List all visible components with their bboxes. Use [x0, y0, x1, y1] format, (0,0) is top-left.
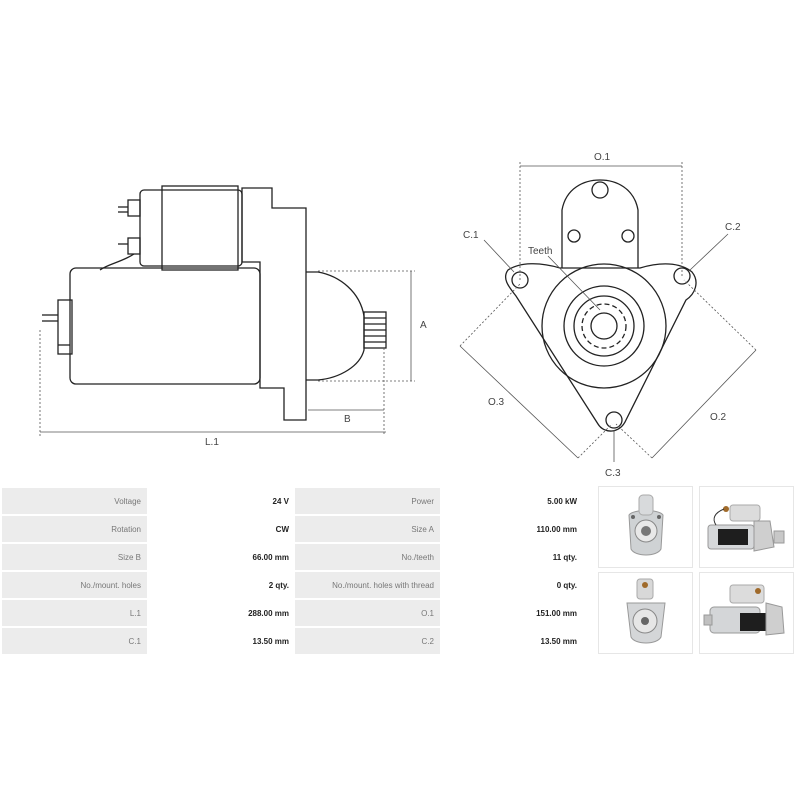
- spec-label: No./mount. holes with thread: [295, 572, 440, 598]
- spec-row: No./mount. holes 2 qty. No./mount. holes…: [2, 572, 583, 598]
- starter-side-photo[interactable]: [699, 486, 794, 568]
- dim-label-b: B: [344, 414, 351, 425]
- dim-label-o3: O.3: [488, 397, 505, 408]
- spec-value: 13.50 mm: [147, 628, 295, 654]
- dim-label-c2: C.2: [725, 222, 741, 233]
- spec-label: Rotation: [2, 516, 147, 542]
- starter-rear-icon: [626, 578, 666, 644]
- spec-label: No./teeth: [295, 544, 440, 570]
- dim-label-o2: O.2: [710, 412, 727, 423]
- dim-label-c3: C.3: [605, 468, 621, 479]
- front-view: [504, 179, 697, 432]
- spec-label: C.1: [2, 628, 147, 654]
- spec-value: CW: [147, 516, 295, 542]
- top-lug: [561, 179, 639, 268]
- dim-label-c1: C.1: [463, 230, 479, 241]
- spec-label: Voltage: [2, 488, 147, 514]
- dim-label-l1: L.1: [205, 437, 219, 448]
- spec-row: Voltage 24 V Power 5.00 kW: [2, 488, 583, 514]
- side-view: [42, 185, 387, 421]
- spec-value: 110.00 mm: [440, 516, 583, 542]
- spec-row: Size B 66.00 mm No./teeth 11 qty.: [2, 544, 583, 570]
- spec-value: 13.50 mm: [440, 628, 583, 654]
- spec-value: 0 qty.: [440, 572, 583, 598]
- spec-value: 2 qty.: [147, 572, 295, 598]
- hole-c3: [605, 411, 623, 429]
- spec-label: C.2: [295, 628, 440, 654]
- spec-row: Rotation CW Size A 110.00 mm: [2, 516, 583, 542]
- spec-label: L.1: [2, 600, 147, 626]
- starter-front-icon: [628, 494, 664, 556]
- dim-label-o1: O.1: [594, 152, 611, 163]
- starter-angle-icon: [703, 584, 785, 636]
- dim-label-a: A: [420, 320, 427, 331]
- spec-label: No./mount. holes: [2, 572, 147, 598]
- spec-table: Voltage 24 V Power 5.00 kW Rotation CW S…: [2, 486, 583, 656]
- side-view-dimensions: [39, 270, 415, 436]
- front-view-dimensions: [459, 162, 757, 462]
- photo-gallery: [598, 486, 796, 654]
- drive-housing: [241, 187, 307, 421]
- spec-label: Size B: [2, 544, 147, 570]
- spec-value: 24 V: [147, 488, 295, 514]
- motor-body: [69, 267, 261, 385]
- spec-value: 288.00 mm: [147, 600, 295, 626]
- rear-cap: [57, 299, 73, 355]
- technical-drawing: A B L.1 O.1 O.2 O.3 C.1 C.2 C.3 T: [39, 152, 757, 479]
- spec-value: 11 qty.: [440, 544, 583, 570]
- spec-value: 66.00 mm: [147, 544, 295, 570]
- spec-label: Size A: [295, 516, 440, 542]
- dim-label-teeth: Teeth: [528, 246, 552, 257]
- spec-row: C.1 13.50 mm C.2 13.50 mm: [2, 628, 583, 654]
- spec-value: 151.00 mm: [440, 600, 583, 626]
- spec-label: Power: [295, 488, 440, 514]
- spec-label: O.1: [295, 600, 440, 626]
- solenoid: [139, 189, 243, 267]
- starter-angle-photo[interactable]: [699, 572, 794, 654]
- starter-side-icon: [707, 504, 785, 552]
- spec-value: 5.00 kW: [440, 488, 583, 514]
- pinion-teeth: [581, 303, 627, 349]
- spec-row: L.1 288.00 mm O.1 151.00 mm: [2, 600, 583, 626]
- starter-front-photo[interactable]: [598, 486, 693, 568]
- starter-rear-photo[interactable]: [598, 572, 693, 654]
- mounting-flange: [504, 263, 697, 432]
